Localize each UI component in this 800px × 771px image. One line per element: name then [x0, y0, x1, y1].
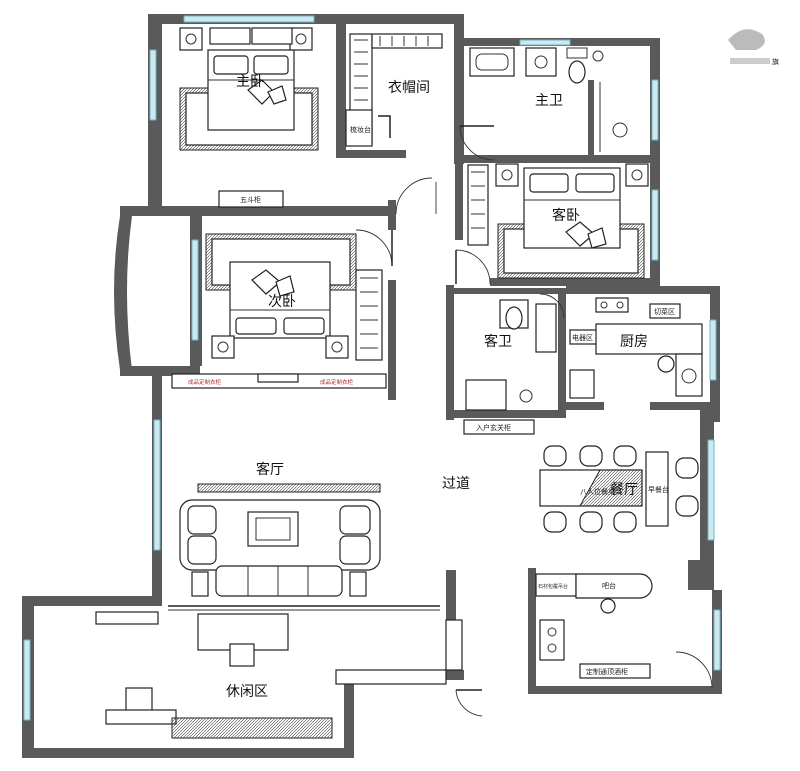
corridor: 过道 — [442, 476, 483, 717]
dining-room-label: 餐厅 — [610, 482, 638, 498]
brand-logo: 旗 — [728, 29, 779, 66]
custom-wine-cabinet-label: 定制通顶酒柜 — [586, 667, 628, 676]
second-bedroom-label: 次卧 — [268, 294, 296, 310]
prep-area-label: 切菜区 — [654, 307, 675, 316]
guest-bedroom-label: 客卧 — [552, 207, 580, 224]
dining-room: 早餐台 八人位餐桌 餐厅 — [539, 445, 699, 533]
guest-bedroom: 客卧 — [455, 163, 649, 285]
cloakroom: 梳妆台 衣帽间 — [345, 33, 443, 147]
wardrobe-left-label: 成品定制衣柜 — [188, 378, 222, 386]
wardrobe-right-label: 成品定制衣柜 — [320, 378, 354, 386]
leisure-area: 休闲区 — [95, 611, 447, 739]
master-bedroom: 五斗柜 主卧 — [179, 27, 319, 208]
breakfast-table-label: 早餐台 — [648, 485, 669, 494]
cloakroom-label: 衣帽间 — [388, 80, 430, 96]
living-room-label: 客厅 — [256, 461, 284, 478]
windows — [23, 15, 721, 721]
stone-counter-label: 石材包覆吊台 — [538, 583, 568, 590]
corridor-label: 过道 — [442, 476, 470, 492]
bar-area: 石材包覆吊台 吧台 定制通顶酒柜 — [535, 573, 713, 689]
entry-cabinet-label: 入户玄关柜 — [476, 423, 511, 432]
logo-text: 旗 — [772, 57, 779, 66]
master-bath: 主卫 — [459, 47, 628, 161]
guest-bath: 客卫 入户玄关柜 — [463, 293, 565, 435]
master-bedroom-label: 主卧 — [236, 74, 264, 90]
eight-seat-table-label: 八人位餐桌 — [580, 487, 615, 496]
dressing-table-label: 梳妆台 — [350, 125, 371, 134]
second-bedroom: 次卧 — [205, 177, 437, 361]
appliance-area-label: 电器区 — [572, 333, 593, 342]
guest-bath-label: 客卫 — [484, 333, 512, 350]
living-room: 客厅 — [168, 461, 440, 611]
kitchen: 切菜区 电器区 厨房 — [569, 297, 703, 399]
wardrobes-bar: 成品定制衣柜 成品定制衣柜 — [171, 373, 387, 389]
five-drawer-cabinet-label: 五斗柜 — [240, 195, 261, 204]
master-bath-label: 主卫 — [535, 93, 563, 109]
leisure-area-label: 休闲区 — [226, 684, 268, 700]
kitchen-label: 厨房 — [620, 334, 648, 350]
bar-counter-label: 吧台 — [602, 581, 616, 590]
